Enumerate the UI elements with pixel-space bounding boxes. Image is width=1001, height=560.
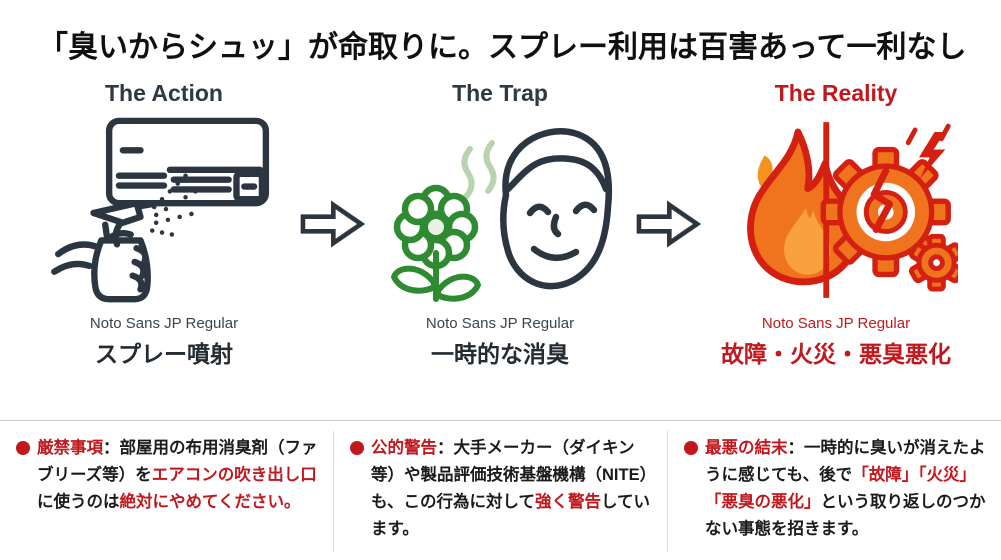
bullet-icon	[684, 441, 698, 455]
flower-icon	[391, 184, 481, 302]
spray-mist-dots	[149, 173, 198, 237]
warning-prohibition-text: 厳禁事項：部屋用の布用消臭剤（ファブリーズ等）をエアコンの吹き出し口に使うのは絶…	[37, 439, 318, 511]
spray-aircon-illustration	[29, 115, 299, 307]
stage-action-heading: The Action	[105, 80, 223, 106]
vertical-divider	[667, 431, 668, 552]
arrow-cell-1	[299, 80, 365, 256]
warning-prohibition: 厳禁事項：部屋用の布用消臭剤（ファブリーズ等）をエアコンの吹き出し口に使うのは絶…	[0, 421, 333, 560]
stage-reality: The Reality	[701, 80, 971, 369]
bullet-icon	[16, 441, 30, 455]
stage-trap-heading: The Trap	[452, 80, 548, 106]
arrow-right-icon	[636, 200, 701, 248]
stage-reality-caption: Noto Sans JP Regular	[761, 315, 911, 332]
stage-action-caption: Noto Sans JP Regular	[89, 315, 239, 332]
warning-official-text: 公的警告：大手メーカー（ダイキン等）や製品評価技術基盤機構（NITE）も、この行…	[371, 439, 651, 538]
warnings-section: 厳禁事項：部屋用の布用消臭剤（ファブリーズ等）をエアコンの吹き出し口に使うのは絶…	[0, 420, 1001, 560]
page-title: 「臭いからシュッ」が命取りに。スプレー利用は百害あって一利なし	[38, 31, 967, 64]
fire-gear-illustration	[701, 115, 971, 307]
stage-trap: The Trap	[365, 80, 635, 369]
stage-action: The Action	[29, 80, 299, 369]
spray-aircon-icon	[51, 117, 270, 303]
smiling-face-icon	[500, 128, 613, 290]
stage-action-label: スプレー噴射	[95, 341, 233, 367]
vertical-divider	[333, 431, 334, 552]
warning-worst-outcome: 最悪の結末：一時的に臭いが消えたように感じても、後で「故障」「火災」「悪臭の悪化…	[668, 421, 1001, 560]
bullet-icon	[350, 441, 364, 455]
flower-face-illustration	[365, 115, 635, 307]
fire-broken-gear-icon	[747, 122, 958, 298]
warning-official: 公的警告：大手メーカー（ダイキン等）や製品評価技術基盤機構（NITE）も、この行…	[334, 421, 667, 560]
stage-trap-caption: Noto Sans JP Regular	[425, 315, 575, 332]
flower-smelling-face-icon	[391, 128, 613, 302]
stage-trap-label: 一時的な消臭	[431, 341, 569, 367]
arrow-right-icon	[300, 200, 365, 248]
stage-reality-heading: The Reality	[774, 80, 898, 106]
stage-reality-label: 故障・火災・悪臭悪化	[721, 341, 951, 367]
flow-section: The Action	[0, 66, 1001, 369]
arrow-cell-2	[635, 80, 701, 256]
warning-worst-outcome-text: 最悪の結末：一時的に臭いが消えたように感じても、後で「故障」「火災」「悪臭の悪化…	[705, 439, 986, 538]
lightning-bolt-icon	[905, 123, 951, 179]
broken-gear-icon	[820, 146, 958, 292]
